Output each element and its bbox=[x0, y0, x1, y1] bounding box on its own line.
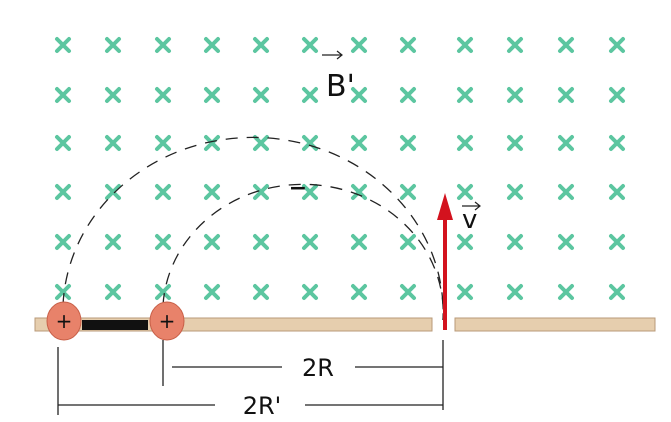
field-into-page-mark bbox=[55, 87, 71, 103]
field-into-page-mark bbox=[609, 184, 625, 200]
field-into-page-mark bbox=[253, 135, 269, 151]
charge-sign: + bbox=[56, 309, 73, 333]
field-into-page-mark bbox=[457, 234, 473, 250]
field-into-page-mark bbox=[507, 184, 523, 200]
field-into-page-mark bbox=[155, 87, 171, 103]
field-into-page-mark bbox=[400, 234, 416, 250]
rail-right bbox=[454, 317, 656, 332]
field-into-page-mark bbox=[400, 135, 416, 151]
field-into-page-mark bbox=[55, 184, 71, 200]
field-label: B' bbox=[326, 69, 355, 104]
field-into-page-mark bbox=[351, 184, 367, 200]
negative-sign: − bbox=[289, 176, 307, 201]
field-into-page-mark bbox=[204, 37, 220, 53]
field-into-page-mark bbox=[351, 284, 367, 300]
field-into-page-mark bbox=[105, 234, 121, 250]
velocity-label: v bbox=[462, 205, 477, 235]
field-into-page-mark bbox=[507, 37, 523, 53]
field-into-page-mark bbox=[204, 135, 220, 151]
field-into-page-mark bbox=[558, 184, 574, 200]
field-into-page-mark bbox=[507, 284, 523, 300]
field-into-page-mark bbox=[155, 234, 171, 250]
field-vector-arrow-icon bbox=[322, 50, 343, 60]
field-into-page-mark bbox=[558, 37, 574, 53]
field-into-page-mark bbox=[204, 234, 220, 250]
field-into-page-mark bbox=[253, 37, 269, 53]
field-into-page-mark bbox=[507, 234, 523, 250]
field-into-page-mark bbox=[400, 37, 416, 53]
field-into-page-mark bbox=[351, 87, 367, 103]
detector-bar bbox=[82, 320, 148, 330]
field-into-page-mark bbox=[55, 234, 71, 250]
field-into-page-mark bbox=[558, 87, 574, 103]
dimension-2r-prime-label: 2R' bbox=[243, 392, 282, 420]
field-into-page-mark bbox=[400, 184, 416, 200]
field-into-page-mark bbox=[457, 87, 473, 103]
field-into-page-mark bbox=[55, 135, 71, 151]
field-into-page-mark bbox=[558, 284, 574, 300]
field-into-page-mark bbox=[609, 135, 625, 151]
field-into-page-mark bbox=[351, 37, 367, 53]
field-into-page-mark bbox=[457, 37, 473, 53]
field-into-page-mark bbox=[155, 184, 171, 200]
field-into-page-mark bbox=[105, 37, 121, 53]
field-into-page-mark bbox=[302, 234, 318, 250]
charge-right: + bbox=[149, 301, 185, 341]
field-into-page-mark bbox=[609, 284, 625, 300]
field-into-page-mark bbox=[253, 184, 269, 200]
field-into-page-mark bbox=[457, 135, 473, 151]
field-into-page-mark bbox=[105, 184, 121, 200]
field-into-page-mark bbox=[609, 234, 625, 250]
field-into-page-mark bbox=[400, 87, 416, 103]
field-into-page-mark bbox=[253, 234, 269, 250]
field-into-page-mark bbox=[507, 87, 523, 103]
field-into-page-mark bbox=[105, 87, 121, 103]
field-into-page-mark bbox=[55, 284, 71, 300]
dimension-2r bbox=[162, 340, 444, 410]
field-into-page-mark bbox=[400, 284, 416, 300]
small-trajectory bbox=[162, 183, 444, 321]
field-into-page-mark bbox=[457, 184, 473, 200]
charge-sign: + bbox=[159, 309, 176, 333]
field-into-page-mark bbox=[105, 284, 121, 300]
field-into-page-mark bbox=[253, 87, 269, 103]
charge-left: + bbox=[46, 301, 82, 341]
velocity-vector-arrow-icon bbox=[462, 201, 481, 211]
field-into-page-mark bbox=[457, 284, 473, 300]
dimension-2r-label: 2R bbox=[302, 354, 334, 382]
field-into-page-mark bbox=[351, 135, 367, 151]
field-into-page-mark bbox=[558, 135, 574, 151]
field-into-page-mark bbox=[609, 37, 625, 53]
field-into-page-mark bbox=[155, 284, 171, 300]
field-into-page-mark bbox=[609, 87, 625, 103]
field-into-page-mark bbox=[204, 87, 220, 103]
field-into-page-mark bbox=[253, 284, 269, 300]
large-trajectory bbox=[62, 136, 444, 321]
field-into-page-mark bbox=[558, 234, 574, 250]
field-into-page-mark bbox=[302, 284, 318, 300]
field-into-page-mark bbox=[302, 37, 318, 53]
field-into-page-mark bbox=[55, 37, 71, 53]
field-marks bbox=[55, 37, 625, 300]
field-into-page-mark bbox=[507, 135, 523, 151]
field-into-page-mark bbox=[302, 184, 318, 200]
field-into-page-mark bbox=[155, 135, 171, 151]
field-into-page-mark bbox=[351, 234, 367, 250]
field-into-page-mark bbox=[105, 135, 121, 151]
field-into-page-mark bbox=[204, 284, 220, 300]
velocity-arrow bbox=[437, 193, 453, 330]
field-into-page-mark bbox=[302, 87, 318, 103]
dimension-2r-prime bbox=[57, 347, 443, 415]
field-into-page-mark bbox=[204, 184, 220, 200]
field-into-page-mark bbox=[155, 37, 171, 53]
